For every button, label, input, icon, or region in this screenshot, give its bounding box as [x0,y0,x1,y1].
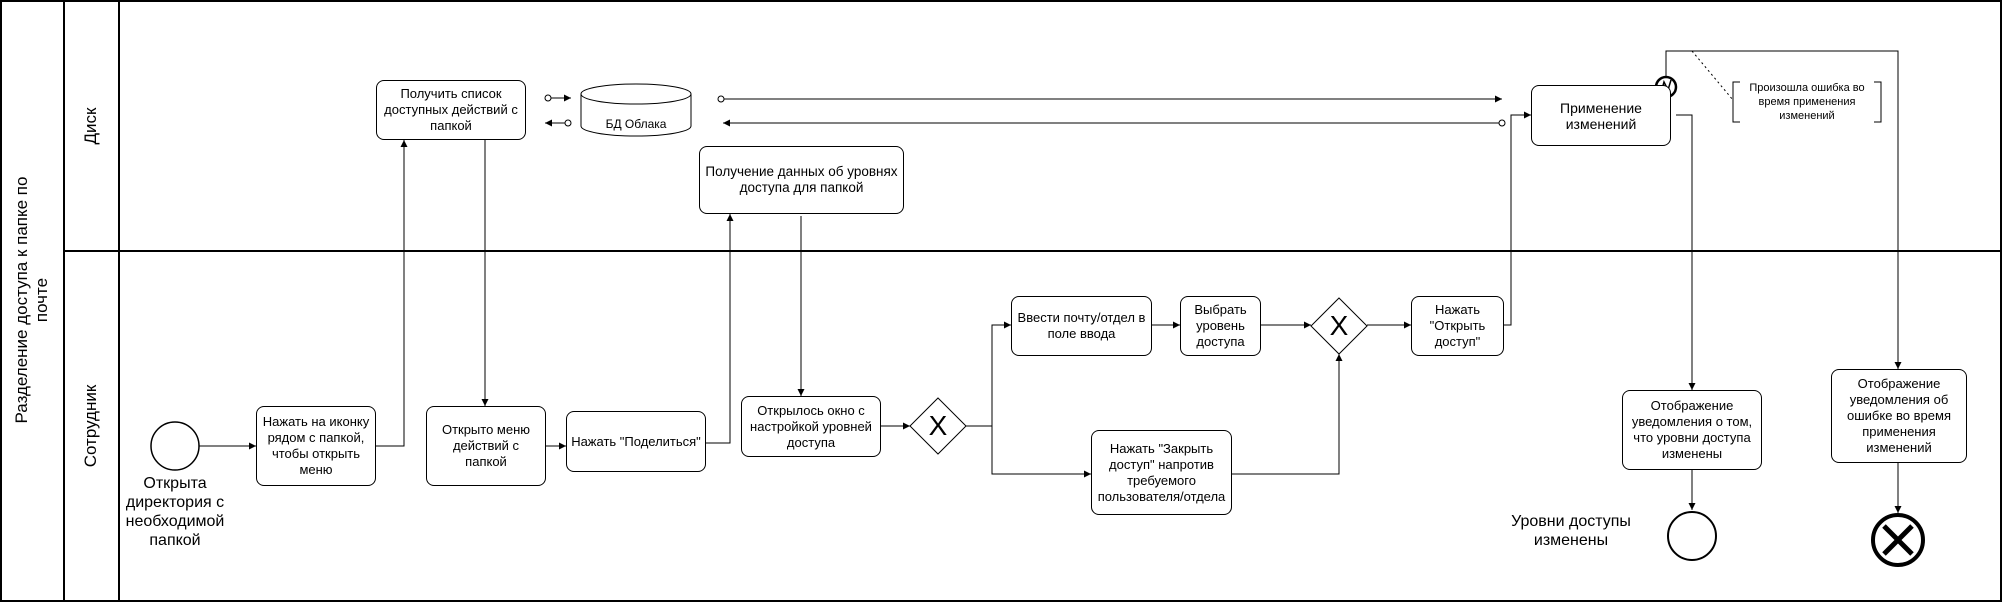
task-menu-opened-label: Открыто меню действий с папкой [441,422,531,469]
error-annotation-text: Произошла ошибка во время применения изм… [1749,82,1865,122]
start-event-circle [150,421,200,471]
lane-title-employee: Сотрудник [81,384,100,468]
task-enter-email-label: Ввести почту/отдел в поле ввода [1017,310,1146,341]
task-enter-email: Ввести почту/отдел в поле ввода [1011,296,1152,356]
pool-title: Разделение доступа к папке по почте [12,176,51,424]
flow-error-to-notify-error [1665,50,1902,369]
task-get-levels-label: Получение данных об уровнях доступа для … [705,164,898,195]
flow-click-icon-to-get-actions [376,140,408,447]
flow-share-to-get-levels [706,214,734,444]
gateway-split-symbol: X [928,410,948,441]
gateway-split [909,397,967,455]
flow-gateway-to-close [991,426,1091,478]
task-choose-level: Выбрать уровень доступа [1180,296,1261,356]
annotation-bracket-right [1874,81,1882,123]
sequence-flows [199,50,1902,513]
database-shape [580,83,692,137]
flow-apply-to-notify [1676,114,1696,390]
start-event-label: Открыта директория с необходимой папкой [125,475,225,549]
gateway-join-symbol: X [1329,310,1349,341]
task-get-levels: Получение данных об уровнях доступа для … [699,146,904,214]
task-click-share-label: Нажать "Поделиться" [571,433,701,449]
end-event-circle [1667,511,1717,561]
task-window-opened: Открылось окно с настройкой уровней дост… [741,396,881,457]
task-apply-changes-label: Применение изменений [1560,99,1642,132]
end-event-label: Уровни доступы изменены [1511,513,1631,549]
annotation-association [1691,50,1734,101]
task-menu-opened: Открыто меню действий с папкой [426,406,546,486]
task-click-icon: Нажать на иконку рядом с папкой, чтобы о… [256,406,376,486]
task-window-opened-label: Открылось окно с настройкой уровней дост… [750,402,872,450]
lane-title-disk: Диск [81,107,100,145]
task-notify-error: Отображение уведомления об ошибке во вре… [1831,369,1967,463]
annotation-bracket-left [1732,81,1740,123]
task-apply-changes: Применение изменений [1531,85,1671,146]
task-click-open: Нажать "Открыть доступ" [1411,296,1504,356]
task-click-close: Нажать "Закрыть доступ" напротив требуем… [1091,430,1232,515]
flow-open-to-apply [1504,111,1531,326]
flow-close-to-join [1232,354,1343,475]
task-choose-level-label: Выбрать уровень доступа [1194,302,1247,349]
error-end-event [1871,513,1925,567]
task-click-share: Нажать "Поделиться" [566,411,706,472]
task-click-close-label: Нажать "Закрыть доступ" напротив требуем… [1097,440,1226,504]
task-notify-error-label: Отображение уведомления об ошибке во вре… [1847,376,1951,455]
data-associations [544,94,1506,127]
task-notify-changed-label: Отображение уведомления о том, что уровн… [1631,398,1753,461]
task-notify-changed: Отображение уведомления о том, что уровн… [1622,390,1762,470]
task-get-actions: Получить список доступных действий с пап… [376,80,526,140]
task-get-actions-label: Получить список доступных действий с пап… [384,86,518,133]
task-click-open-label: Нажать "Открыть доступ" [1429,302,1486,349]
database-label: БД Облака [605,117,667,131]
flow-gateway-to-enter-email [966,321,1011,427]
task-click-icon-label: Нажать на иконку рядом с папкой, чтобы о… [262,414,370,477]
